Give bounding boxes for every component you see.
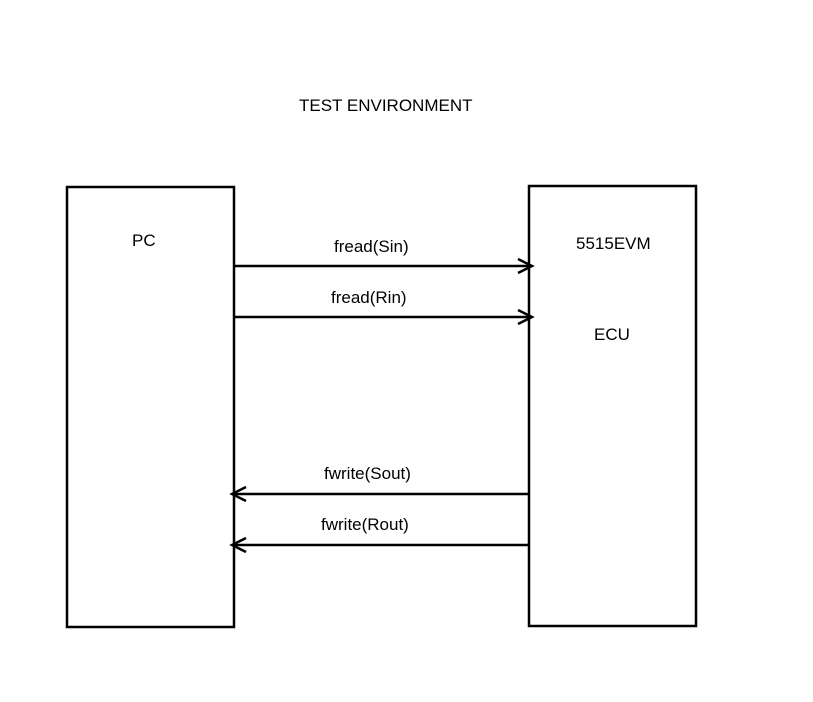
arrow-label-fread-sin: fread(Sin) bbox=[334, 237, 409, 256]
arrow-label-fwrite-sout: fwrite(Sout) bbox=[324, 464, 411, 483]
evm-block bbox=[527, 184, 698, 628]
arrow-fwrite-rout bbox=[229, 536, 529, 554]
ecu-label: ECU bbox=[594, 325, 630, 344]
arrow-label-fwrite-rout: fwrite(Rout) bbox=[321, 515, 409, 534]
diagram-title: TEST ENVIRONMENT bbox=[299, 96, 472, 115]
evm-label: 5515EVM bbox=[576, 234, 651, 253]
pc-label: PC bbox=[132, 231, 156, 250]
arrow-fread-sin bbox=[234, 257, 535, 275]
arrow-fread-rin bbox=[234, 308, 535, 326]
pc-block bbox=[65, 185, 236, 629]
arrow-label-fread-rin: fread(Rin) bbox=[331, 288, 407, 307]
arrow-fwrite-sout bbox=[229, 485, 529, 503]
